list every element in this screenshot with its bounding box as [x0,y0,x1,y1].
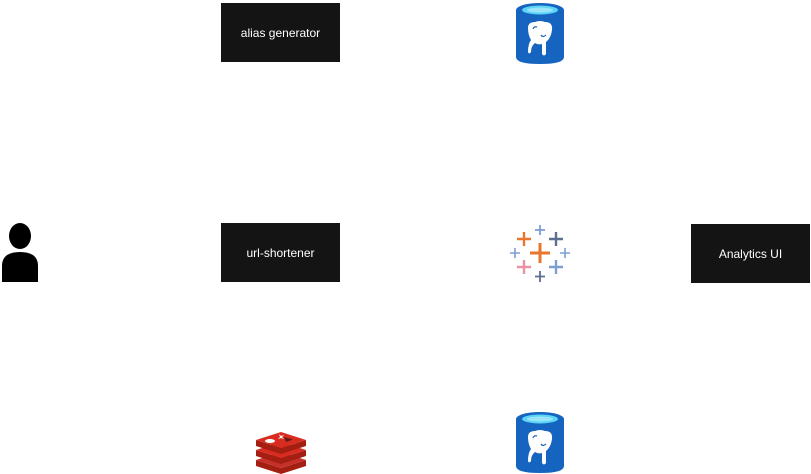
url-shortener-node[interactable]: url-shortener [221,223,340,282]
analytics-ui-node[interactable]: Analytics UI [691,224,810,283]
analytics-ui-label: Analytics UI [718,246,783,261]
url-shortener-label: url-shortener [246,245,315,260]
user-icon[interactable] [0,222,42,283]
redis-icon[interactable] [253,431,309,474]
postgresql-database-icon[interactable] [515,2,565,65]
tableau-icon[interactable] [508,222,572,284]
alias-generator-node[interactable]: alias generator [221,3,340,62]
alias-generator-label: alias generator [240,25,321,40]
postgresql-database-icon[interactable] [515,410,565,474]
